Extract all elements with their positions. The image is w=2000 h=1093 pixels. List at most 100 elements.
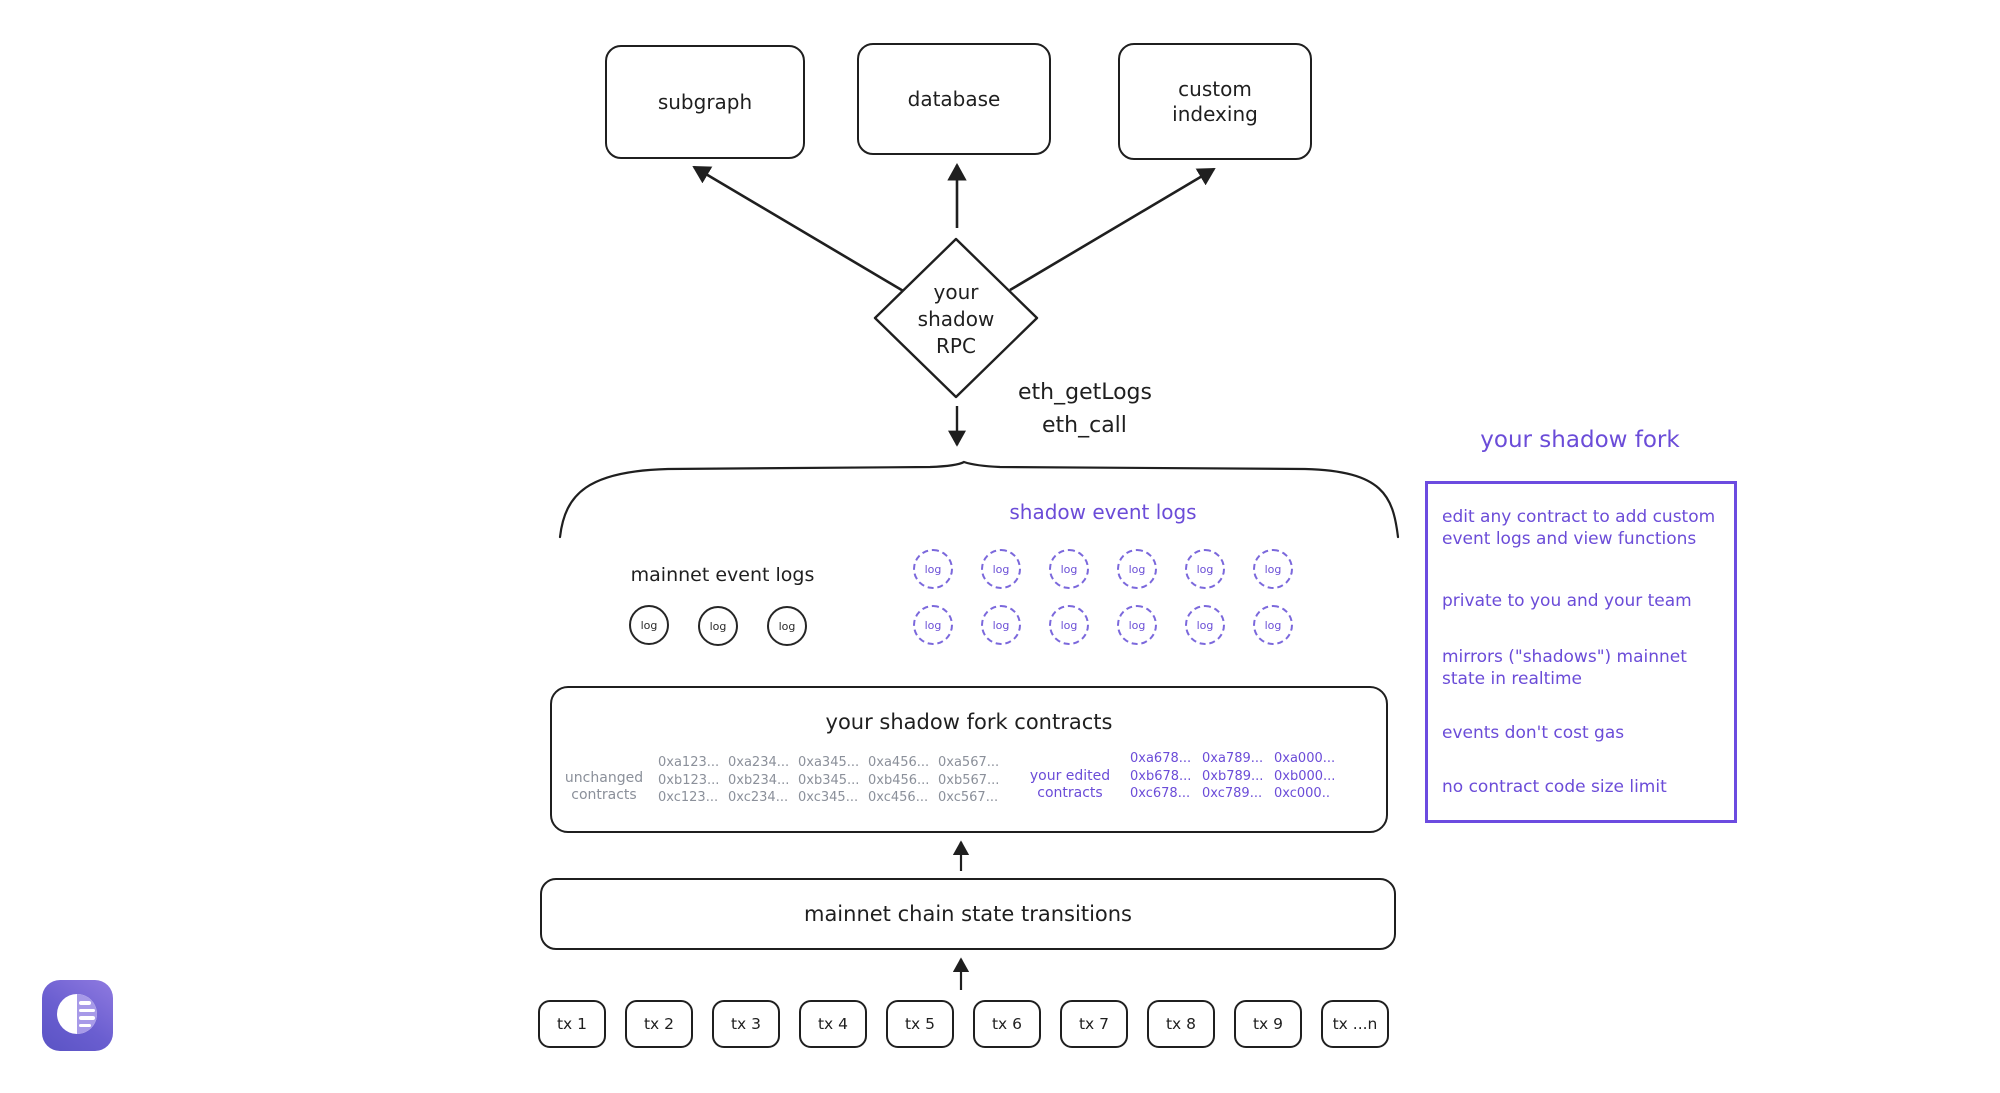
mainnet-log-circle: log [698, 606, 738, 646]
shadow-log-circle: log [1117, 605, 1157, 645]
shadow-log-circle: log [981, 605, 1021, 645]
tx-box-n: tx ...n [1321, 1000, 1389, 1048]
logo-stripe [79, 1016, 95, 1020]
contract-address: 0xa123... [658, 755, 720, 770]
tx-box-3: tx 3 [712, 1000, 780, 1048]
log-text: log [924, 618, 942, 632]
contract-address: 0xc123... [658, 790, 719, 805]
panel-item: mirrors ("shadows") mainnet state in rea… [1442, 647, 1687, 689]
mainnet-event-logs-title: mainnet event logs [630, 564, 815, 586]
panel-item: private to you and your team [1442, 591, 1692, 611]
side-panel-title: your shadow fork [1480, 427, 1680, 453]
shadow-log-circle: log [913, 549, 953, 589]
log-text: log [1060, 618, 1078, 632]
log-text: log [1128, 562, 1146, 576]
tx-label: tx 9 [1252, 1015, 1284, 1033]
database-box-label: database [907, 86, 1001, 111]
log-text: log [778, 619, 796, 633]
shadow-log-circle: log [1117, 549, 1157, 589]
arrow-rpc-to-custom-indexing [1009, 167, 1216, 292]
shadow-rpc-label: your shadow RPC [917, 280, 995, 358]
contract-address: 0xa234... [728, 755, 790, 770]
tx-box-4: tx 4 [799, 1000, 867, 1048]
tx-box-7: tx 7 [1060, 1000, 1128, 1048]
log-text: log [709, 619, 727, 633]
tx-box-2: tx 2 [625, 1000, 693, 1048]
edited-contracts-label: your edited contracts [1029, 768, 1111, 801]
contract-address: 0xa456... [868, 755, 930, 770]
log-text: log [1128, 618, 1146, 632]
contract-address: 0xa567... [938, 755, 1000, 770]
panel-item: events don't cost gas [1442, 723, 1625, 743]
tx-box-6: tx 6 [973, 1000, 1041, 1048]
contract-address: 0xb789... [1202, 768, 1264, 784]
log-text: log [640, 618, 658, 632]
subgraph-box: subgraph [605, 45, 805, 159]
tx-label: tx 7 [1078, 1015, 1110, 1033]
panel-item: edit any contract to add custom event lo… [1442, 507, 1716, 549]
shadow-log-circle: log [1253, 549, 1293, 589]
shadow-fork-contracts-box: your shadow fork contracts unchanged con… [550, 686, 1388, 833]
contract-address: 0xb123... [658, 772, 720, 788]
contract-address: 0xb456... [868, 772, 930, 788]
fork-brace [558, 460, 1400, 539]
tx-label: tx 5 [904, 1015, 936, 1033]
logo-stripe [79, 1008, 95, 1012]
shadow-log-circle: log [1185, 605, 1225, 645]
mainnet-log-circle: log [767, 606, 807, 646]
custom-indexing-box: custom indexing [1118, 43, 1312, 160]
tx-label: tx 1 [556, 1015, 588, 1033]
log-text: log [1196, 562, 1214, 576]
arrow-rpc-to-subgraph [692, 165, 906, 294]
database-box: database [857, 43, 1051, 155]
log-text: log [924, 562, 942, 576]
tx-label: tx 8 [1165, 1015, 1197, 1033]
shadow-log-circle: log [981, 549, 1021, 589]
tx-label: tx 4 [817, 1015, 849, 1033]
eth-call-label: eth_call [1042, 413, 1127, 438]
contract-address: 0xc678... [1130, 786, 1191, 801]
log-text: log [1060, 562, 1078, 576]
side-panel: edit any contract to add custom event lo… [1425, 481, 1737, 823]
tx-label: tx 3 [730, 1015, 762, 1033]
contract-address: 0xa345... [798, 755, 860, 770]
tx-box-1: tx 1 [538, 1000, 606, 1048]
shadow-logo[interactable] [42, 980, 113, 1051]
contract-address: 0xb567... [938, 772, 1000, 788]
mainnet-chain-state-label: mainnet chain state transitions [803, 902, 1132, 926]
shadow-log-circle: log [1049, 605, 1089, 645]
shadow-log-circle: log [913, 605, 953, 645]
contract-address: 0xb345... [798, 772, 860, 788]
contract-address: 0xc456... [868, 790, 929, 805]
unchanged-contracts-grid: 0xa123... 0xa234... 0xa345... 0xa456... … [658, 754, 1008, 807]
eth-getlogs-label: eth_getLogs [1018, 380, 1152, 405]
log-text: log [1264, 562, 1282, 576]
tx-box-9: tx 9 [1234, 1000, 1302, 1048]
panel-item: no contract code size limit [1442, 777, 1667, 797]
shadow-rpc-diamond [873, 237, 1039, 399]
shadow-log-circle: log [1253, 605, 1293, 645]
contract-address: 0xc789... [1202, 786, 1263, 801]
logo-stripe [79, 1001, 91, 1005]
logo-shadow-half [77, 994, 97, 1034]
tx-label: tx ...n [1332, 1015, 1378, 1033]
shadow-log-circle: log [1049, 549, 1089, 589]
logo-stripe [79, 1023, 91, 1027]
unchanged-contracts-label: unchanged contracts [564, 770, 644, 803]
mainnet-log-circle: log [629, 605, 669, 645]
contract-address: 0xb000... [1274, 768, 1336, 784]
log-text: log [992, 562, 1010, 576]
tx-label: tx 6 [991, 1015, 1023, 1033]
contract-address: 0xc345... [798, 790, 859, 805]
tx-label: tx 2 [643, 1015, 675, 1033]
log-text: log [992, 618, 1010, 632]
edited-contracts-grid: 0xa678... 0xa789... 0xa000... 0xb678... … [1130, 750, 1346, 803]
contract-address: 0xb234... [728, 772, 790, 788]
contract-address: 0xc567... [938, 790, 999, 805]
contract-address: 0xa000... [1274, 751, 1336, 766]
contract-address: 0xb678... [1130, 768, 1192, 784]
contract-address: 0xc234... [728, 790, 789, 805]
contract-address: 0xa789... [1202, 751, 1264, 766]
